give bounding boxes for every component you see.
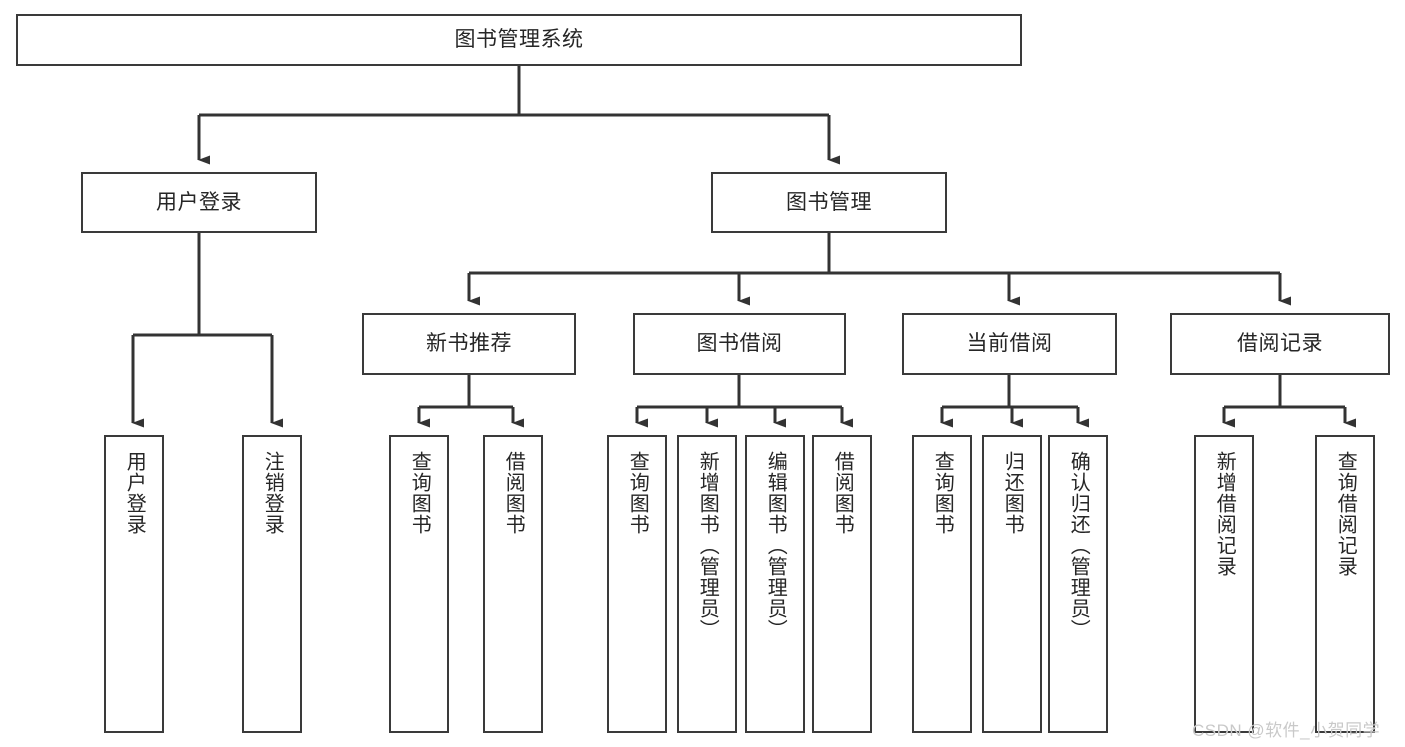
leaf-borrow-edit-book-admin[interactable]: 编辑图书（管理员） — [745, 435, 805, 733]
node-label: 新增借阅记录 — [1213, 451, 1236, 577]
leaf-recommend-query-book[interactable]: 查询图书 — [389, 435, 449, 733]
leaf-borrow-query-book[interactable]: 查询图书 — [607, 435, 667, 733]
node-book-borrow[interactable]: 图书借阅 — [633, 313, 846, 375]
leaf-borrow-add-book-admin[interactable]: 新增图书（管理员） — [677, 435, 737, 733]
node-label: 借阅图书 — [831, 451, 854, 535]
node-label: 查询借阅记录 — [1334, 451, 1357, 577]
node-label: 查询图书 — [626, 451, 649, 535]
node-label: 归还图书 — [1001, 451, 1024, 535]
node-new-book-recommend[interactable]: 新书推荐 — [362, 313, 576, 375]
node-root-system[interactable]: 图书管理系统 — [16, 14, 1022, 66]
node-label: 用户登录 — [156, 190, 242, 214]
node-label: 用户登录 — [123, 451, 146, 535]
node-borrow-record[interactable]: 借阅记录 — [1170, 313, 1390, 375]
leaf-record-query-record[interactable]: 查询借阅记录 — [1315, 435, 1375, 733]
leaf-borrow-borrow-book[interactable]: 借阅图书 — [812, 435, 872, 733]
node-label: 查询图书 — [931, 451, 954, 535]
csdn-watermark: CSDN @软件_小贺同学 — [1192, 721, 1381, 740]
leaf-recommend-borrow-book[interactable]: 借阅图书 — [483, 435, 543, 733]
node-current-borrow[interactable]: 当前借阅 — [902, 313, 1117, 375]
node-label: 当前借阅 — [966, 332, 1053, 356]
node-book-management[interactable]: 图书管理 — [711, 172, 947, 233]
node-user-login[interactable]: 用户登录 — [81, 172, 317, 233]
node-label: 图书管理 — [786, 190, 872, 214]
node-label: 新增图书（管理员） — [696, 451, 719, 640]
node-label: 借阅记录 — [1237, 332, 1323, 356]
node-label: 注销登录 — [261, 451, 284, 535]
leaf-current-query-book[interactable]: 查询图书 — [912, 435, 972, 733]
node-label: 借阅图书 — [502, 451, 525, 535]
leaf-current-confirm-return-admin[interactable]: 确认归还（管理员） — [1048, 435, 1108, 733]
leaf-user-login-login[interactable]: 用户登录 — [104, 435, 164, 733]
leaf-record-add-record[interactable]: 新增借阅记录 — [1194, 435, 1254, 733]
node-label: 确认归还（管理员） — [1067, 451, 1090, 640]
leaf-user-login-logout[interactable]: 注销登录 — [242, 435, 302, 733]
node-label: 图书管理系统 — [454, 28, 584, 52]
node-label: 查询图书 — [408, 451, 431, 535]
node-label: 编辑图书（管理员） — [764, 451, 787, 640]
leaf-current-return-book[interactable]: 归还图书 — [982, 435, 1042, 733]
node-label: 图书借阅 — [696, 332, 783, 356]
node-label: 新书推荐 — [426, 332, 512, 356]
